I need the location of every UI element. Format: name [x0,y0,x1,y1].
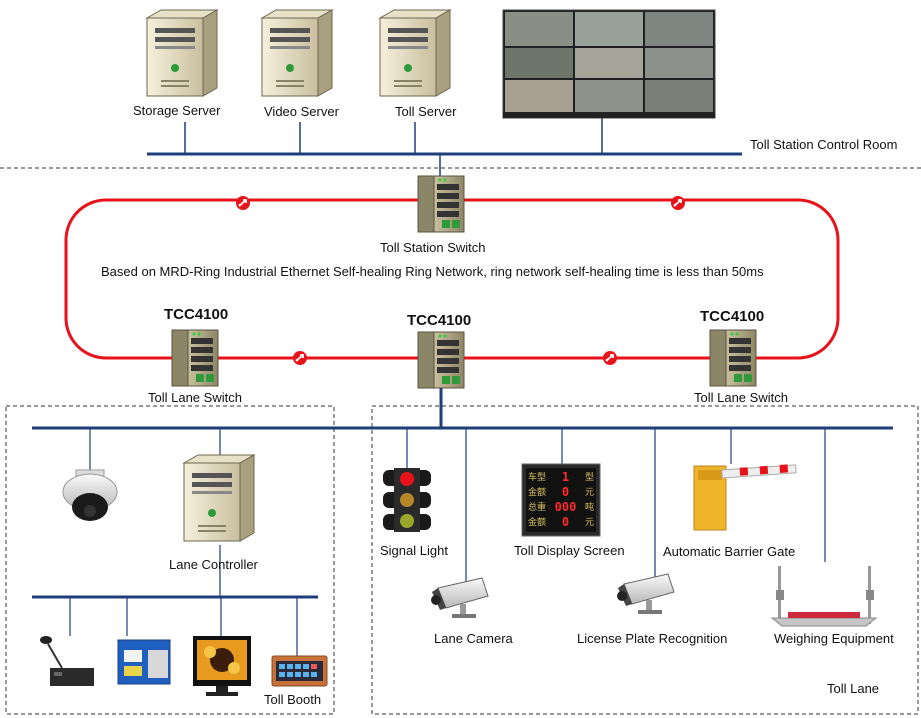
ring-description: Based on MRD-Ring Industrial Ethernet Se… [101,264,764,279]
display-row-unit: 吨 [584,502,594,512]
automatic-barrier-gate-icon [693,464,797,531]
display-row: 金额 0 元 [528,515,594,530]
control-room-zone-label: Toll Station Control Room [750,137,898,152]
toll-station-switch-icon [417,175,465,233]
license-plate-camera-icon [616,573,675,615]
lane-controller-label: Lane Controller [169,557,258,572]
left-lane-switch-label: Toll Lane Switch [148,390,242,405]
weighing-equipment-label: Weighing Equipment [774,631,894,646]
right-lane-switch-label: Toll Lane Switch [694,390,788,405]
automatic-barrier-gate-label: Automatic Barrier Gate [663,544,796,559]
storage-server-label: Storage Server [133,103,221,118]
display-row: 车型 1 型 [528,470,594,485]
toll-server-label: Toll Server [395,104,457,119]
ring-fault-icon [602,350,618,366]
ring-fault-icon [292,350,308,366]
display-row: 金额 0 元 [528,485,594,500]
toll-display-screen-icon [521,463,601,537]
signal-light-label: Signal Light [380,543,448,558]
toll-lane-switch-icon [171,329,219,387]
toll-booth-zone-label: Toll Booth [264,692,322,707]
signal-light-icon [383,468,431,532]
toll-display-screen-label: Toll Display Screen [514,543,625,558]
lane-camera-icon [430,577,489,619]
toll-booth-zone [5,405,335,715]
display-row-unit: 元 [584,487,594,497]
display-row-value: 0 [561,485,570,499]
lane-controller-icon [183,454,255,542]
ring-fault-icon [235,195,251,211]
lane-camera-label: Lane Camera [434,631,513,646]
license-plate-recognition-label: License Plate Recognition [577,631,728,646]
tcc4100-switch-icon [417,331,465,389]
weighing-equipment-icon [770,566,878,627]
toll-lane-switch-icon [709,329,757,387]
toll-lane-zone-label: Toll Lane [827,681,880,696]
display-row-unit: 元 [584,517,594,527]
display-row: 总重 000 吨 [528,500,594,515]
center-switch-model: TCC4100 [407,312,472,329]
intercom-icon [40,636,94,686]
display-row-label: 金额 [528,487,547,497]
display-row-value: 1 [561,470,570,484]
display-row-unit: 型 [584,472,594,482]
storage-server-icon [146,9,218,97]
display-row-value: 0 [561,515,570,529]
video-server-icon [261,9,333,97]
monitor-icon [193,636,251,696]
video-wall-monitor-icon [502,9,716,119]
toll-server-icon [379,9,451,97]
keyboard-icon [271,655,328,687]
dome-camera-icon [62,469,118,521]
toll-station-switch-label: Toll Station Switch [380,240,486,255]
receipt-printer-icon [117,639,171,685]
display-row-label: 总重 [528,502,547,512]
display-row-label: 金额 [528,517,547,527]
video-server-label: Video Server [264,104,339,119]
ring-fault-icon [670,195,686,211]
display-row-label: 车型 [528,472,547,482]
left-switch-model: TCC4100 [164,306,229,323]
right-switch-model: TCC4100 [700,308,765,325]
display-row-value: 000 [554,500,577,514]
toll-lane-zone [371,405,919,715]
